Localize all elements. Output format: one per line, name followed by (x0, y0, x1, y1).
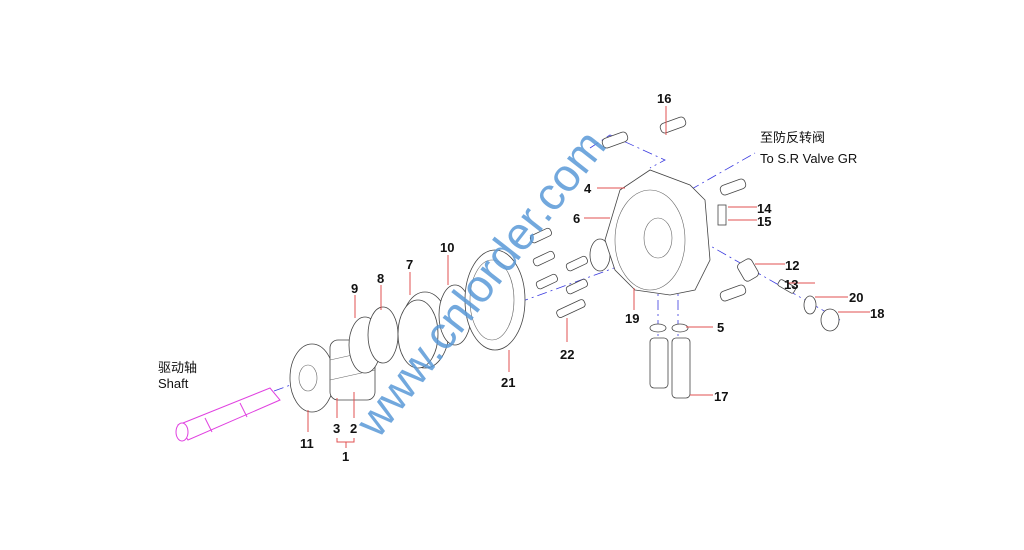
part-19-valve-housing (604, 169, 711, 296)
label-19: 19 (625, 311, 639, 326)
note-shaft-cn: 驱动轴 (158, 360, 197, 375)
label-11: 11 (300, 436, 314, 451)
label-14: 14 (757, 201, 772, 216)
label-15: 15 (757, 214, 771, 229)
note-valve-cn: 至防反转阀 (760, 130, 825, 145)
note-shaft-en: Shaft (158, 376, 189, 391)
bolt-axis (589, 134, 666, 169)
leader-lines (307, 106, 870, 448)
part-14-plate (717, 204, 727, 226)
part-21-ring (464, 249, 526, 351)
part-22-springs (529, 227, 588, 318)
label-2: 2 (350, 421, 357, 436)
label-6: 6 (573, 211, 580, 226)
label-16: 16 (657, 91, 671, 106)
label-8: 8 (377, 271, 384, 286)
label-7: 7 (406, 257, 413, 272)
label-22: 22 (560, 347, 574, 362)
label-10: 10 (440, 240, 454, 255)
part-18-plug (820, 308, 840, 332)
drive-shaft (175, 387, 281, 442)
part-7-cylinder-block (397, 291, 450, 369)
label-1: 1 (342, 449, 349, 464)
label-5: 5 (717, 320, 724, 335)
valve-axis (699, 239, 841, 321)
bolts (601, 116, 747, 302)
part-17-valves (649, 337, 691, 399)
label-4: 4 (584, 181, 592, 196)
part-5-orings (649, 323, 689, 333)
label-21: 21 (501, 375, 515, 390)
part-12-plug (737, 258, 759, 282)
note-valve-en: To S.R Valve GR (760, 151, 857, 166)
label-3: 3 (333, 421, 340, 436)
sr-valve-axis (689, 152, 756, 191)
part-11-plate (289, 343, 335, 413)
label-13: 13 (784, 277, 798, 292)
label-12: 12 (785, 258, 799, 273)
label-18: 18 (870, 306, 884, 321)
label-9: 9 (351, 281, 358, 296)
part-20-oring (803, 295, 817, 315)
label-17: 17 (714, 389, 728, 404)
label-20: 20 (849, 290, 863, 305)
